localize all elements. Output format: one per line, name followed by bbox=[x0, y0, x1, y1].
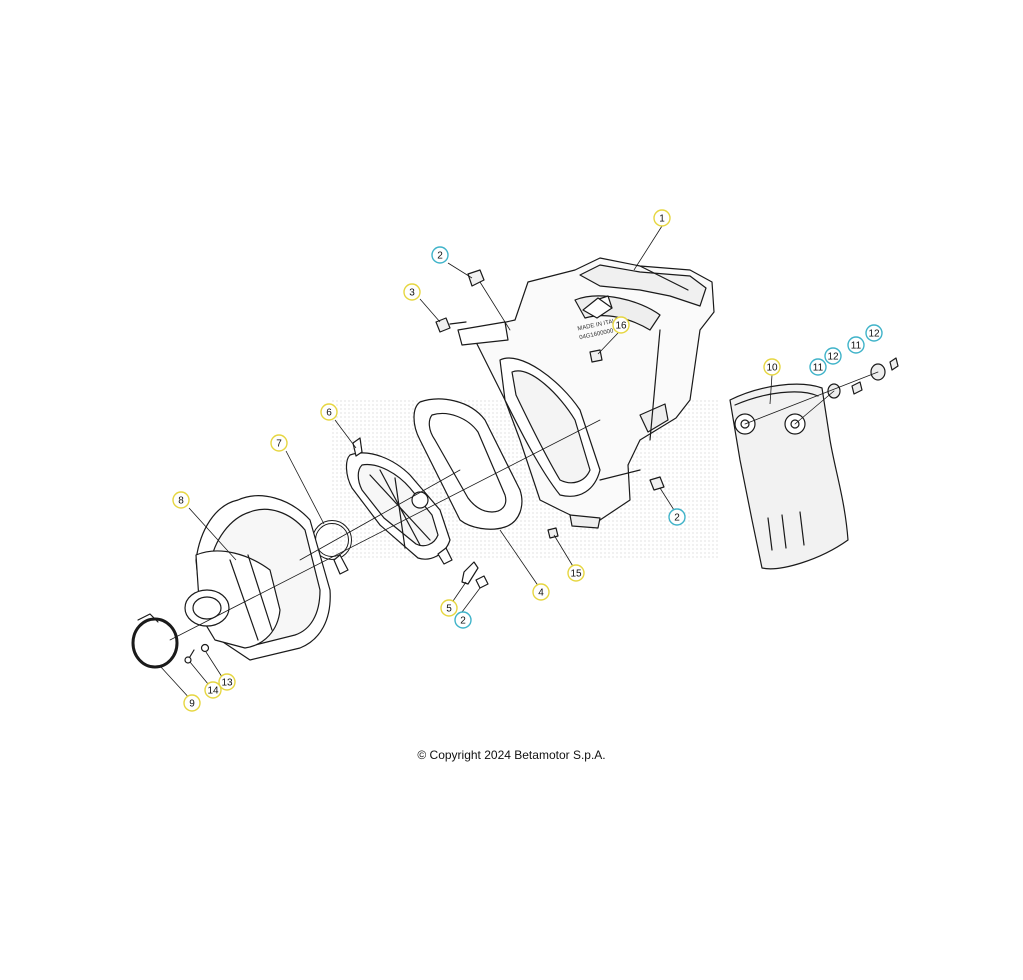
svg-text:5: 5 bbox=[446, 604, 452, 615]
svg-text:2: 2 bbox=[460, 616, 466, 627]
intake-cover bbox=[729, 383, 849, 570]
air-filter-frame bbox=[413, 398, 523, 530]
svg-text:11: 11 bbox=[851, 341, 862, 352]
assembly-axis-lines bbox=[169, 281, 879, 641]
callout-5: 5 bbox=[440, 599, 458, 617]
callout-3: 3 bbox=[403, 283, 421, 301]
callout-10: 10 bbox=[763, 358, 781, 376]
svg-text:13: 13 bbox=[221, 678, 233, 689]
intake-duct bbox=[184, 495, 331, 661]
svg-text:9: 9 bbox=[189, 699, 195, 710]
svg-text:12: 12 bbox=[827, 352, 839, 363]
callouts: 1 2 3 16 10 11 12 11 bbox=[172, 209, 883, 712]
copyright-notice: © Copyright 2024 Betamotor S.p.A. bbox=[417, 748, 606, 762]
clip-and-plug bbox=[461, 561, 489, 589]
svg-text:7: 7 bbox=[276, 439, 282, 450]
callout-16: 16 bbox=[612, 316, 630, 334]
svg-text:15: 15 bbox=[570, 569, 582, 580]
callout-9: 9 bbox=[183, 694, 201, 712]
callout-4: 4 bbox=[532, 583, 550, 601]
svg-text:11: 11 bbox=[813, 363, 824, 374]
callout-13: 13 bbox=[218, 673, 236, 691]
callout-8: 8 bbox=[172, 491, 190, 509]
svg-text:6: 6 bbox=[326, 408, 332, 419]
svg-text:8: 8 bbox=[178, 496, 184, 507]
callout-2-right: 2 bbox=[668, 508, 686, 526]
svg-text:2: 2 bbox=[674, 513, 680, 524]
airbox-housing bbox=[457, 257, 715, 529]
callout-7: 7 bbox=[270, 434, 288, 452]
leader-lines bbox=[159, 225, 773, 702]
svg-text:1: 1 bbox=[659, 214, 665, 225]
callout-12-a: 12 bbox=[824, 347, 842, 365]
svg-text:16: 16 bbox=[615, 321, 627, 332]
svg-text:2: 2 bbox=[437, 251, 443, 262]
housing-logo bbox=[582, 297, 613, 319]
svg-text:4: 4 bbox=[538, 588, 544, 599]
screw-and-washer bbox=[184, 643, 210, 664]
svg-text:3: 3 bbox=[409, 288, 415, 299]
svg-text:12: 12 bbox=[868, 329, 880, 340]
callout-11-a: 11 bbox=[809, 358, 827, 376]
callout-6: 6 bbox=[320, 403, 338, 421]
callout-14: 14 bbox=[204, 681, 222, 699]
svg-text:10: 10 bbox=[766, 363, 778, 374]
callout-11-b: 11 bbox=[847, 336, 865, 354]
callout-12-b: 12 bbox=[865, 324, 883, 342]
callout-2-top: 2 bbox=[431, 246, 449, 264]
callout-15: 15 bbox=[567, 564, 585, 582]
svg-text:14: 14 bbox=[207, 686, 219, 697]
callout-2-bottom: 2 bbox=[454, 611, 472, 629]
hose-clamp bbox=[131, 613, 179, 669]
callout-1: 1 bbox=[653, 209, 671, 227]
